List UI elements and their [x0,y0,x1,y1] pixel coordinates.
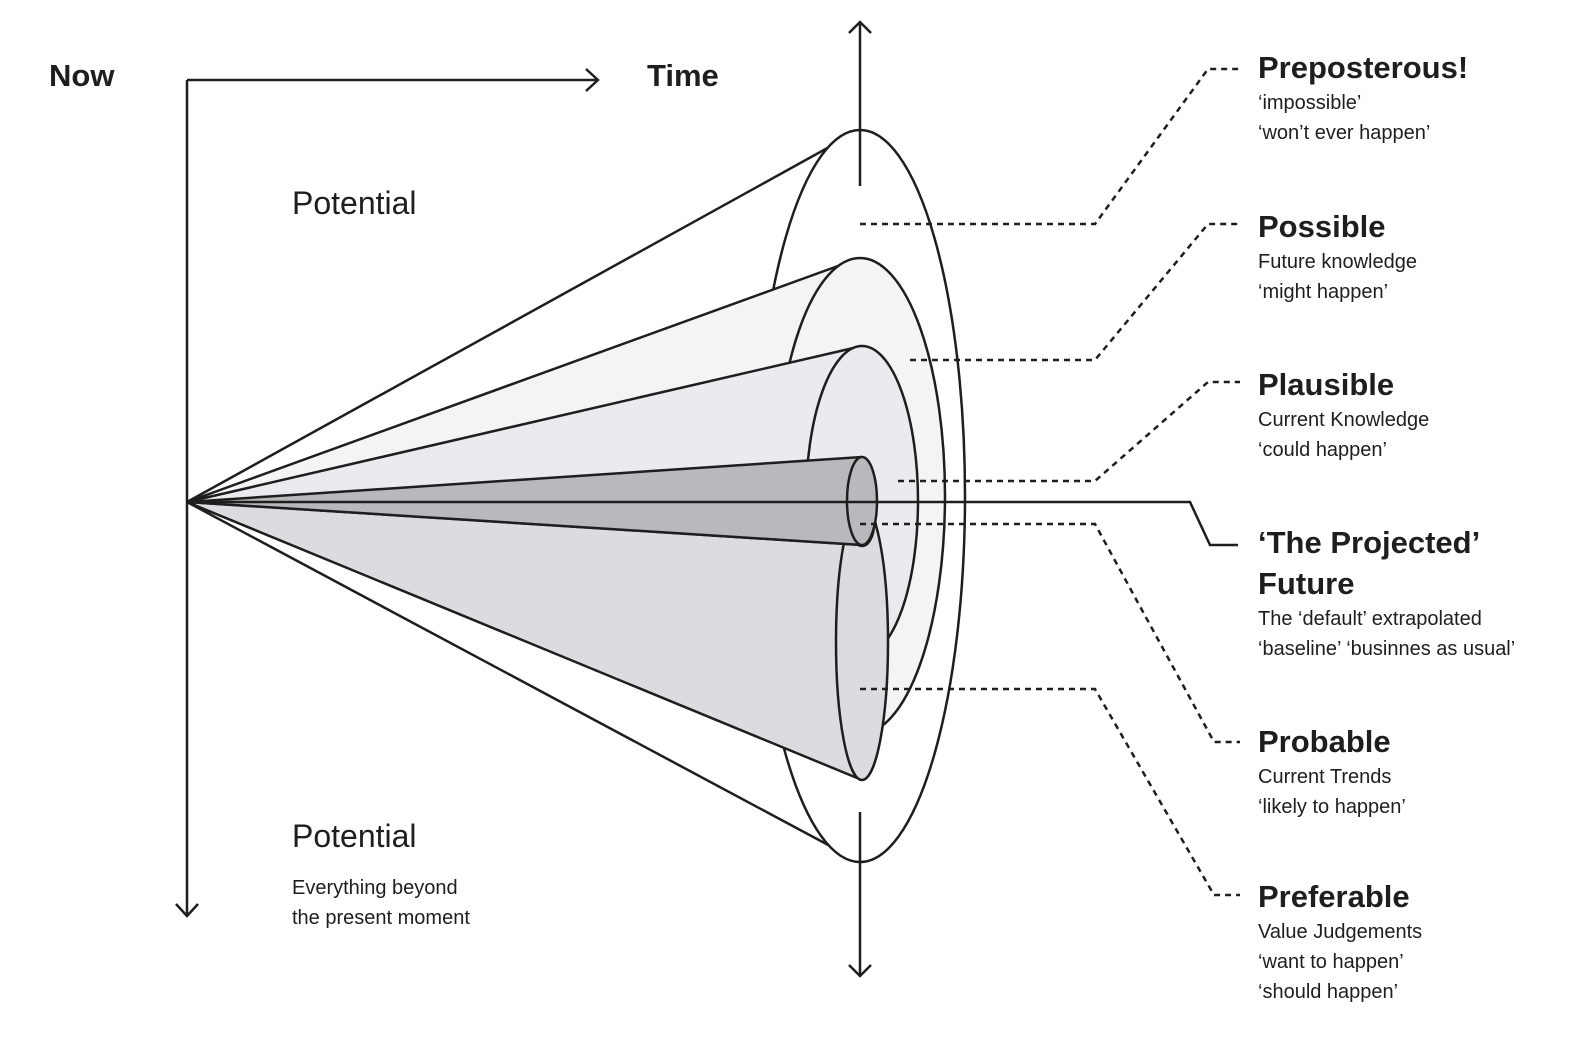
now-axis-label: Now [49,58,115,93]
projected-future-line [187,500,1238,547]
category-title: Probable [1258,724,1391,759]
category-line: ‘won’t ever happen’ [1258,122,1431,144]
category-projected-future: ‘The Projected’ Future The ‘default’ ext… [1258,522,1515,664]
leader-preposterous [860,67,1240,226]
leader-probable [860,522,1240,744]
category-plausible: Plausible Current Knowledge ‘could happe… [1258,364,1429,465]
category-line: Value Judgements [1258,921,1423,943]
category-line: Future knowledge [1258,251,1417,273]
category-probable: Probable Current Trends ‘likely to happe… [1258,721,1406,822]
category-preferable: Preferable Value Judgements ‘want to hap… [1258,876,1422,1007]
category-line: The ‘default’ extrapolated [1258,608,1482,630]
potential-desc-line: Everything beyond [292,877,458,899]
leader-preferable [860,687,1240,897]
time-axis-label: Time [647,58,719,93]
category-preposterous: Preposterous! ‘impossible’ ‘won’t ever h… [1258,47,1468,148]
category-title: Preposterous! [1258,50,1469,85]
category-line: Current Knowledge [1258,409,1430,431]
leader-lines [860,67,1240,897]
category-title: ‘The Projected’ [1258,525,1481,560]
leader-plausible [898,380,1240,483]
axes [175,68,600,918]
category-line: ‘should happen’ [1258,981,1399,1003]
category-line: ‘likely to happen’ [1258,796,1406,818]
category-line: ‘impossible’ [1258,92,1362,114]
category-title: Possible [1258,209,1386,244]
category-title: Plausible [1258,367,1395,402]
category-title-line-2: Future [1258,566,1355,601]
category-line: ‘could happen’ [1258,439,1387,461]
category-line: ‘might happen’ [1258,281,1389,303]
leader-possible [910,222,1240,362]
category-possible: Possible Future knowledge ‘might happen’ [1258,206,1417,307]
category-title: Preferable [1258,879,1410,914]
mouth-vertical-axis [848,20,872,978]
potential-bottom-label: Potential [292,818,417,854]
category-line: ‘baseline’ ‘businnes as usual’ [1258,638,1516,660]
potential-bottom-description: Everything beyond the present moment [292,873,470,933]
time-axis-arrowhead [585,68,600,92]
cone-preferable [186,500,890,782]
potential-top-label: Potential [292,185,417,221]
potential-desc-line: the present moment [292,907,470,929]
category-line: Current Trends [1258,766,1392,788]
now-axis-arrowhead [175,903,199,918]
category-line: ‘want to happen’ [1258,951,1404,973]
